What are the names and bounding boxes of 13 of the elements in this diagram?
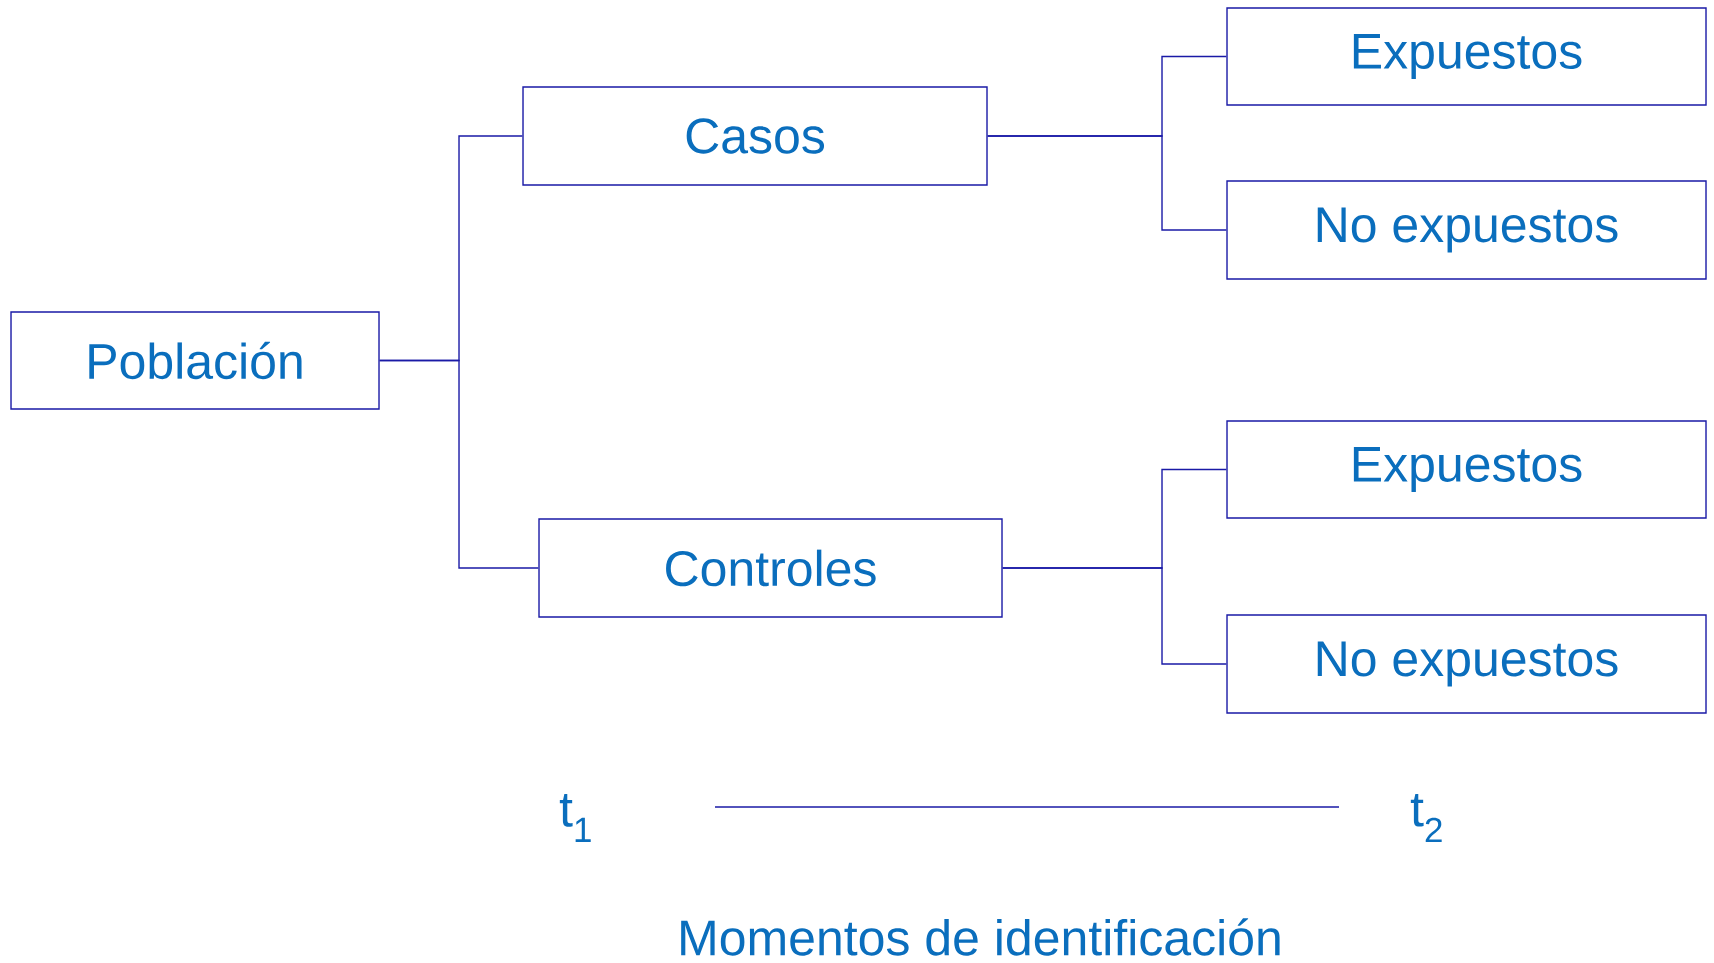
connector	[987, 135, 1227, 231]
connector	[379, 359, 539, 569]
caption: Momentos de identificación	[681, 918, 1280, 956]
time-label: t$_{1}$	[559, 794, 591, 842]
box: No expuestos	[1226, 614, 1707, 714]
box: Casos	[522, 86, 988, 186]
box: Expuestos	[1226, 7, 1707, 106]
box: Población	[10, 311, 380, 410]
connector	[1002, 567, 1227, 665]
box: Expuestos	[1226, 420, 1707, 519]
box: No expuestos	[1226, 180, 1707, 280]
time-label: t$_{2}$	[1410, 793, 1442, 843]
box: Controles	[538, 518, 1003, 618]
